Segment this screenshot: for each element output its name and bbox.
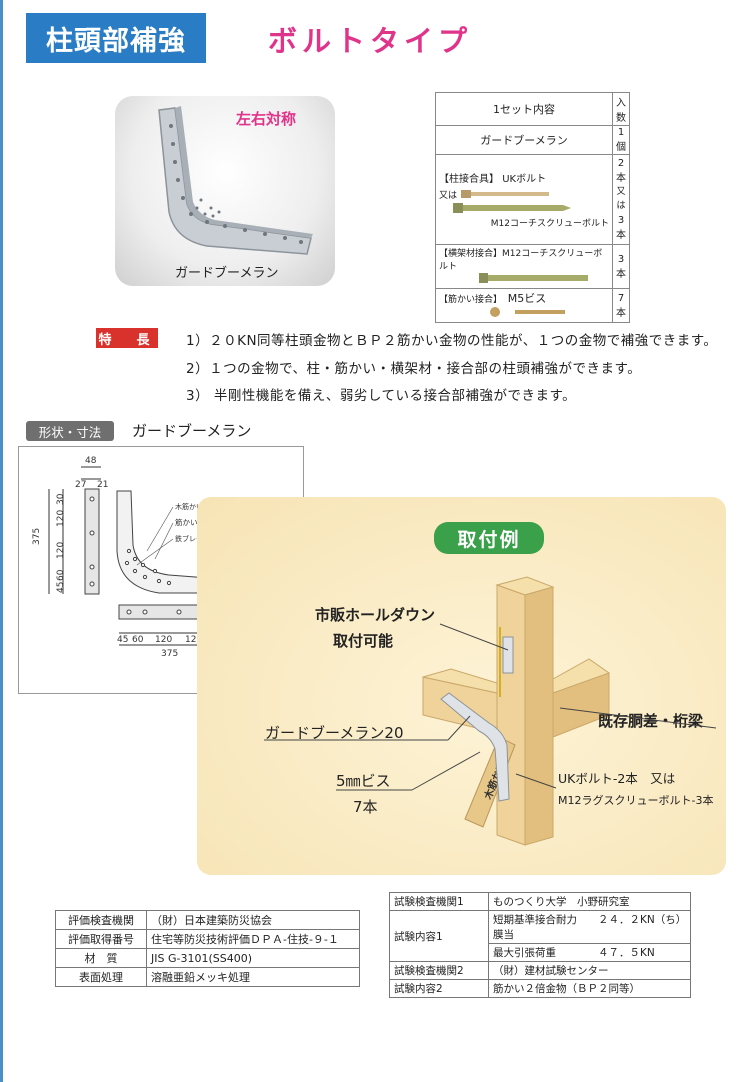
- table-row: ガードブーメラン 1個: [435, 125, 630, 155]
- test-key: 試験内容2: [389, 979, 489, 998]
- screw-callout-2: 7本: [353, 798, 378, 816]
- boomerang-bracket-image: [158, 106, 313, 255]
- eval-value: （財）日本建築防災協会: [146, 910, 360, 930]
- set-contents-table: 1セット内容 入数 ガードブーメラン 1個 【柱接合具】 UKボルト 又は M1…: [435, 92, 630, 323]
- table-row: 【横架材接合】M12コーチスクリューボルト 3本: [435, 244, 630, 289]
- feature-item: 3） 半剛性機能を備え、弱劣している接合部補強ができます。: [186, 388, 577, 404]
- eval-key: 材 質: [55, 948, 147, 968]
- item-tag: 【横架材接合】: [439, 249, 503, 259]
- item-tag: 又は: [439, 190, 458, 201]
- table-row: 試験検査機関2（財）建材試験センター: [389, 961, 691, 980]
- page-title: 柱頭部補強: [26, 13, 206, 63]
- holddown-callout: 市販ホールダウン: [315, 606, 436, 624]
- item-label: M12コーチスクリューボルト: [439, 249, 603, 272]
- boomerang-callout: ガードブーメラン20: [265, 724, 404, 742]
- dim-vertical-total: 375: [32, 528, 42, 545]
- dim-v-part: 120: [56, 510, 66, 527]
- table-row: 評価検査機関（財）日本建築防災協会: [55, 910, 360, 930]
- item-qty: 2本: [616, 158, 626, 184]
- item-tag: 【筋かい接合】: [439, 295, 503, 305]
- item-qty: 7本: [612, 288, 630, 323]
- feature-item: 2）１つの金物で、柱・筋かい・横架材・接合部の柱頭補強ができます。: [186, 361, 642, 377]
- bolt-callout-2: M12ラグスクリューボルト-3本: [558, 794, 714, 807]
- dim-v-part: 120: [56, 542, 66, 559]
- test-key: 試験検査機関2: [389, 961, 489, 980]
- m5-screw-icon: [490, 307, 565, 317]
- qty-header-label: 入数: [612, 92, 630, 126]
- item-label: M5ビス: [507, 292, 547, 305]
- test-key: 試験検査機関1: [389, 892, 489, 911]
- installation-illustration: 木筋かい: [422, 576, 611, 846]
- coach-screw-icon: [479, 273, 588, 283]
- feature-item: 1）２０KN同等柱頭金物とＢＰ２筋かい金物の性能が、１つの金物で補強できます。: [186, 333, 718, 349]
- holddown-callout-2: 取付可能: [333, 632, 394, 650]
- eval-key: 評価取得番号: [55, 929, 147, 949]
- item-label: ガードブーメラン: [435, 125, 613, 155]
- dim-v-part: 30: [56, 493, 66, 505]
- item-qty: 3本: [612, 244, 630, 289]
- dim-top-width: 48: [85, 456, 97, 466]
- lag-screw-bolt-icon: [453, 203, 571, 213]
- item-qty-or: 又は: [616, 187, 626, 211]
- left-accent-bar: [0, 0, 3, 1082]
- product-name-label: ガードブーメラン: [175, 266, 279, 281]
- item-tag: 【柱接合具】: [439, 174, 499, 185]
- eval-value: 住宅等防災技術評価ＤＰＡ-住技-９-１: [146, 929, 360, 949]
- symmetry-label: 左右対称: [236, 110, 297, 128]
- dim-b-part: 45: [117, 635, 128, 645]
- eval-value: 溶融亜鉛メッキ処理: [146, 967, 360, 987]
- evaluation-table: 評価検査機関（財）日本建築防災協会 評価取得番号住宅等防災技術評価ＤＰＡ-住技-…: [55, 910, 360, 987]
- dim-v-part: 45: [56, 582, 66, 593]
- item-label: M12コーチスクリューボルト: [490, 219, 609, 229]
- table-row: 評価取得番号住宅等防災技術評価ＤＰＡ-住技-９-１: [55, 929, 360, 949]
- uk-bolt-icon: [461, 190, 550, 198]
- test-value: 短期基準接合耐力 ２４．２KN（ち）膜当: [488, 910, 691, 944]
- page-subtitle: ボルトタイプ: [268, 24, 473, 58]
- item-qty: 3本: [616, 215, 626, 241]
- dim-top-a: 27: [75, 480, 86, 490]
- dim-b-part: 120: [155, 635, 172, 645]
- eval-key: 表面処理: [55, 967, 147, 987]
- eval-value: JIS G-3101(SS400): [146, 948, 360, 968]
- table-row: 表面処理溶融亜鉛メッキ処理: [55, 967, 360, 987]
- test-key: 試験内容1: [389, 910, 489, 962]
- dim-bottom-total: 375: [161, 649, 178, 659]
- dim-b-part: 60: [132, 635, 144, 645]
- test-value: （財）建材試験センター: [488, 961, 691, 980]
- shape-label: ガードブーメラン: [132, 422, 252, 440]
- shape-badge: 形状・寸法: [26, 421, 114, 441]
- dim-v-part: 60: [56, 569, 66, 581]
- features-badge: 特 長: [96, 328, 158, 348]
- install-title: 取付例: [434, 522, 544, 554]
- installation-example-panel: 木筋かい: [197, 497, 726, 875]
- test-value: ものつくり大学 小野研究室: [488, 892, 691, 911]
- table-row: 【柱接合具】 UKボルト 又は M12コーチスクリューボルト 2本 又は 3本: [435, 154, 630, 245]
- item-label: UKボルト: [502, 174, 547, 185]
- table-row: 【筋かい接合】 M5ビス 7本: [435, 288, 630, 323]
- bolt-callout: UKボルト-2本 又は: [558, 771, 676, 786]
- dim-top-b: 21: [97, 480, 108, 490]
- test-value: 最大引張荷重 ４７．５KN: [488, 943, 691, 962]
- product-photo-card: [115, 96, 335, 286]
- screw-callout: 5㎜ビス: [336, 772, 391, 790]
- eval-key: 評価検査機関: [55, 910, 147, 930]
- test-value: 筋かい２倍金物（ＢＰ２同等）: [488, 979, 691, 998]
- dim-b-part: 120: [185, 635, 202, 645]
- table-row: 1セット内容 入数: [435, 92, 630, 126]
